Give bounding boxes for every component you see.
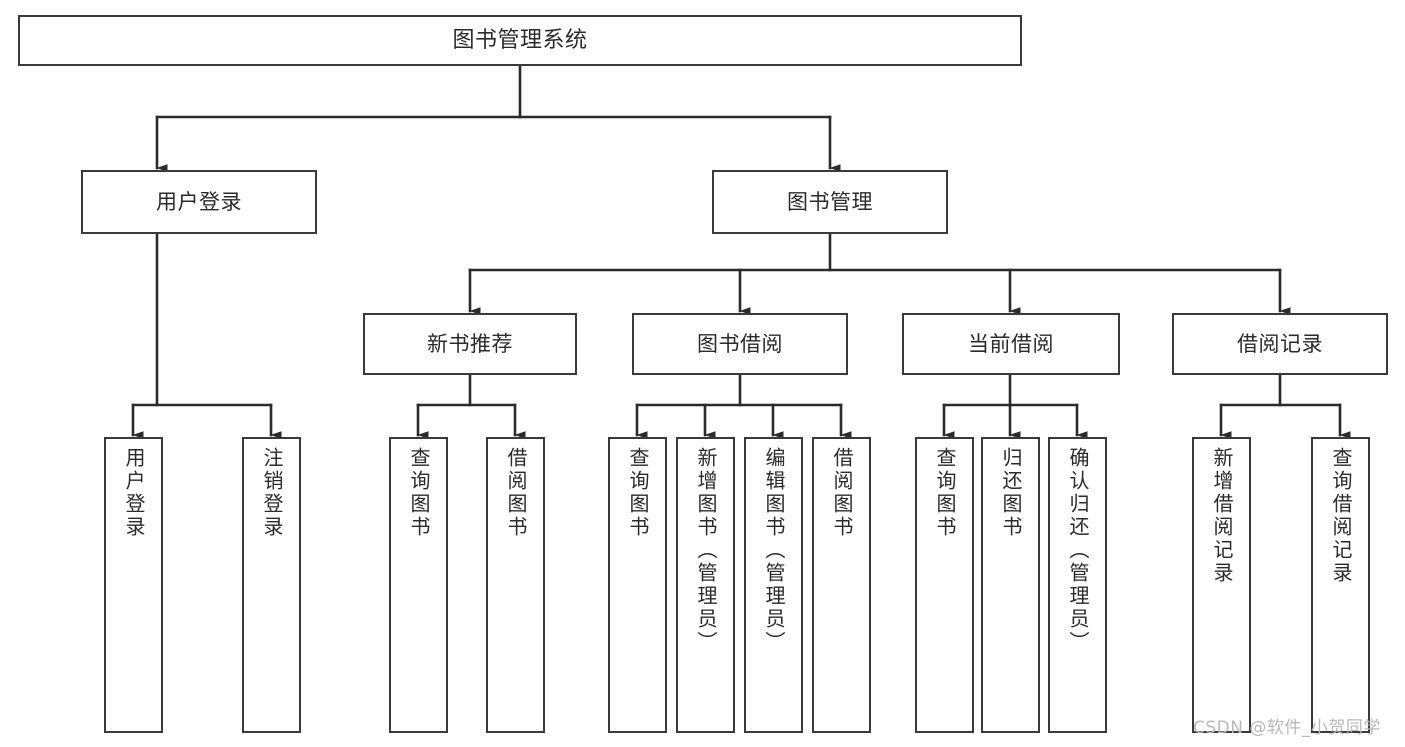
csdn-watermark: CSDN @软件_小贺同学 (1193, 718, 1381, 738)
node-borrow-record-label: 借阅记录 (1237, 331, 1323, 356)
node-leaf-query-record[interactable]: 查询借阅记录 (1311, 437, 1370, 733)
node-leaf-edit-book[interactable]: 编辑图书（管理员） (744, 437, 803, 733)
node-user-login-label: 用户登录 (156, 189, 242, 214)
node-leaf-return-book-label: 归还图书 (999, 447, 1023, 539)
node-leaf-borrow-book-1[interactable]: 借阅图书 (486, 437, 545, 733)
node-leaf-user-logout[interactable]: 注销登录 (242, 437, 301, 733)
node-book-borrow[interactable]: 图书借阅 (632, 313, 848, 375)
node-leaf-user-logout-label: 注销登录 (260, 447, 284, 539)
node-user-login[interactable]: 用户登录 (81, 170, 317, 234)
node-leaf-return-book[interactable]: 归还图书 (981, 437, 1040, 733)
node-new-book-recommend[interactable]: 新书推荐 (363, 313, 577, 375)
node-leaf-confirm-return[interactable]: 确认归还（管理员） (1048, 437, 1107, 733)
node-leaf-query-book-3[interactable]: 查询图书 (915, 437, 974, 733)
node-leaf-query-record-label: 查询借阅记录 (1329, 447, 1353, 585)
node-leaf-query-book-2-label: 查询图书 (626, 447, 650, 539)
node-leaf-confirm-return-label: 确认归还（管理员） (1066, 447, 1090, 654)
node-leaf-user-login[interactable]: 用户登录 (104, 437, 163, 733)
node-leaf-add-book-label: 新增图书（管理员） (694, 447, 718, 654)
node-leaf-borrow-book-2-label: 借阅图书 (830, 447, 854, 539)
node-root-label: 图书管理系统 (452, 27, 588, 53)
node-leaf-borrow-book-1-label: 借阅图书 (504, 447, 528, 539)
node-leaf-query-book-3-label: 查询图书 (933, 447, 957, 539)
node-leaf-add-record-label: 新增借阅记录 (1210, 447, 1234, 585)
node-leaf-borrow-book-2[interactable]: 借阅图书 (812, 437, 871, 733)
node-leaf-add-record[interactable]: 新增借阅记录 (1192, 437, 1251, 733)
node-leaf-user-login-label: 用户登录 (122, 447, 146, 539)
node-leaf-query-book-1[interactable]: 查询图书 (389, 437, 448, 733)
node-borrow-record[interactable]: 借阅记录 (1172, 313, 1388, 375)
node-leaf-query-book-1-label: 查询图书 (407, 447, 431, 539)
node-leaf-add-book[interactable]: 新增图书（管理员） (676, 437, 735, 733)
node-root[interactable]: 图书管理系统 (18, 15, 1022, 66)
node-book-borrow-label: 图书借阅 (697, 331, 783, 356)
node-new-book-recommend-label: 新书推荐 (427, 331, 513, 356)
node-book-manage[interactable]: 图书管理 (712, 170, 948, 234)
node-leaf-query-book-2[interactable]: 查询图书 (608, 437, 667, 733)
node-current-borrow[interactable]: 当前借阅 (902, 313, 1120, 375)
node-book-manage-label: 图书管理 (787, 189, 873, 214)
node-current-borrow-label: 当前借阅 (968, 331, 1054, 356)
node-leaf-edit-book-label: 编辑图书（管理员） (762, 447, 786, 654)
